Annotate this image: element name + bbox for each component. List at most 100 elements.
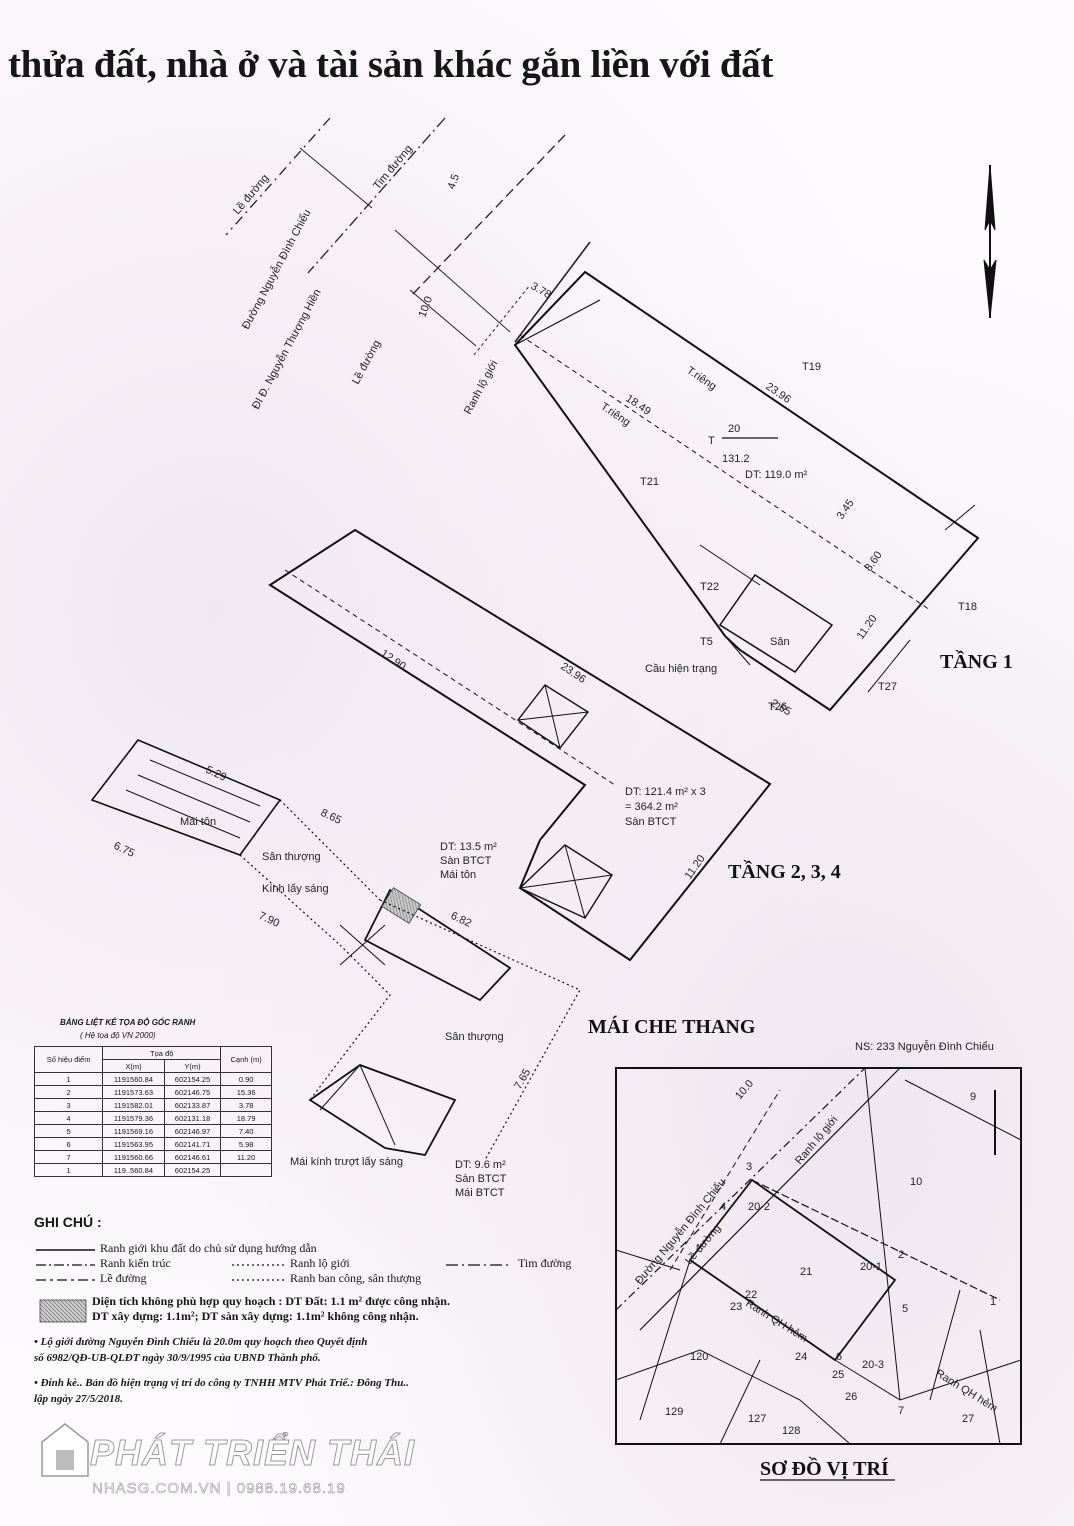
dim-7-90: 7.90: [257, 910, 281, 930]
parcel-129: 129: [665, 1406, 683, 1418]
coord-cell: 602146.75: [163, 1085, 222, 1099]
coord-cell: 1191569.16: [102, 1124, 165, 1138]
dim-11-20-t1: 11.20: [855, 613, 880, 642]
coord-header-edge: Cạnh (m): [220, 1046, 272, 1073]
parcel-25: 25: [832, 1369, 844, 1381]
le-duong-label: Lề đường: [231, 172, 271, 217]
lo-gioi-note-1: • Lộ giới đường Nguyễn Đình Chiểu là 20.…: [34, 1336, 368, 1348]
coord-table-title: BẢNG LIỆT KÊ TỌA ĐỘ GÓC RANH: [60, 1018, 196, 1027]
coord-header-y: Y(m): [163, 1059, 222, 1073]
so-do-vi-tri-title: SƠ ĐỒ VỊ TRÍ: [760, 1456, 889, 1480]
roof-mai-1: Mái tôn: [440, 869, 476, 881]
roof-area-2: DT: 9.6 m²: [455, 1159, 506, 1171]
legend-ranh-ban-cong: Ranh ban công, sân thượng: [290, 1271, 422, 1285]
location-point-3: 3: [746, 1161, 752, 1173]
dinh-kem-note-2: lập ngày 27/5/2018.: [34, 1393, 123, 1405]
neighbor-t19: T19: [802, 361, 821, 373]
coord-table: Số hiệu điểm Tọa độ Cạnh (m) X(m) Y(m) 1…: [33, 1046, 272, 1177]
dt-xay-dung: DT xây dựng: 1.1m²; DT sàn xây dựng: 1.1…: [92, 1309, 419, 1323]
coord-cell: [220, 1163, 272, 1177]
coord-cell: 1: [33, 1163, 104, 1177]
dim-18-49: 18.49: [623, 393, 653, 418]
coord-cell: 1191563.95: [102, 1137, 165, 1151]
parcel-22: 22: [745, 1289, 757, 1301]
parcel-area: DT: 119.0 m²: [745, 469, 807, 481]
coord-cell: 4: [33, 1111, 104, 1125]
road-lines: [225, 117, 591, 356]
tang1-title: TẦNG 1: [940, 649, 1013, 673]
dim-2-65-t1: 2.65: [769, 697, 794, 718]
coord-cell: 11.20: [220, 1150, 272, 1164]
dinh-kem-note-1: • Đính kè.. Bản đồ hiện trạng vị trí do …: [34, 1377, 409, 1389]
parcel-24: 24: [795, 1351, 807, 1363]
coord-table-subtitle: ( Hệ tọa độ VN 2000): [80, 1031, 156, 1040]
parcel-sheet-number: 20: [728, 423, 740, 435]
dim-6-75: 6.75: [112, 840, 136, 860]
roof-san-1: Sàn BTCT: [440, 855, 492, 867]
dim-3-78-t1: 3.78: [529, 280, 554, 301]
location-point-7: 7: [898, 1405, 904, 1417]
road-half-width-label: 4.5: [446, 173, 463, 191]
coord-cell: 7.40: [220, 1124, 272, 1138]
dim-3-45: 3.45: [835, 497, 857, 521]
coord-header-point: Số hiệu điểm: [33, 1046, 104, 1073]
legend-le-duong: Lề đường: [100, 1271, 147, 1285]
mai-kinh-label: Mái kính trượt lấy sáng: [290, 1156, 403, 1168]
kinh-lay-sang-label: Kính lấy sáng: [262, 883, 329, 895]
legend-ranh-lo-gioi: Ranh lộ giới: [290, 1256, 350, 1270]
neighbor-t27: T27: [878, 681, 897, 693]
dim-12-90: 12.90: [378, 648, 408, 673]
parcel-120: 120: [690, 1351, 708, 1363]
parcel-127: 127: [748, 1413, 766, 1425]
ranh-lo-gioi-label: Ranh lộ giới: [462, 359, 500, 417]
coord-cell: 1191560.66: [102, 1150, 165, 1164]
coord-cell: 7: [33, 1150, 104, 1164]
legend-ranh-gioi: Ranh giới khu đất do chủ sử dụng hướng d…: [100, 1241, 317, 1255]
north-arrow-icon: [983, 164, 997, 319]
location-point-1: 1: [990, 1296, 996, 1308]
parcel-10: 10: [910, 1176, 922, 1188]
parcel-23: 23: [730, 1301, 742, 1313]
tang234-floor: [268, 528, 772, 962]
coord-cell: 6: [33, 1137, 104, 1151]
coord-cell: 15.36: [220, 1085, 272, 1099]
coord-cell: 3: [33, 1098, 104, 1112]
tang1-parcel: [513, 270, 980, 712]
neighbor-t22: T22: [700, 581, 719, 593]
mai-che-thang-title: MÁI CHE THANG: [588, 1015, 756, 1038]
location-ranh: Ranh lộ giới: [793, 1114, 840, 1167]
parcel-20-2: 20-2: [748, 1201, 770, 1213]
location-map: [615, 1067, 1022, 1445]
neighbor-t18: T18: [958, 601, 977, 613]
parcel-128: 128: [782, 1425, 800, 1437]
coord-cell: 602154.25: [163, 1072, 222, 1086]
coord-header-x: X(m): [102, 1059, 165, 1073]
location-point-4: 4: [720, 1201, 726, 1213]
coord-cell: 602141.71: [163, 1137, 222, 1151]
dt-khong-phu-hop: Diện tích không phù hợp quy hoạch : DT Đ…: [92, 1294, 450, 1308]
coord-cell: 602133.87: [163, 1098, 222, 1112]
dim-5-29: 5.29: [204, 764, 228, 784]
tang234-san: Sàn BTCT: [625, 816, 677, 828]
legend-ranh-kien-truc: Ranh kiến trúc: [100, 1256, 171, 1270]
coord-cell: 1191579.36: [102, 1111, 165, 1125]
parcel-26: 26: [845, 1391, 857, 1403]
coord-cell: 1191573.63: [102, 1085, 165, 1099]
coord-cell: 1191560.84: [102, 1072, 165, 1086]
roof-area-1: DT: 13.5 m²: [440, 841, 497, 853]
dim-8-60: 8.60: [863, 549, 885, 573]
neighbor-t21: T21: [640, 476, 659, 488]
location-point-5: 5: [902, 1303, 908, 1315]
location-point-6: 6: [836, 1351, 842, 1363]
coord-cell: 1: [33, 1072, 104, 1086]
location-ranh-qh-2: Ranh QH hẻm: [933, 1367, 999, 1414]
